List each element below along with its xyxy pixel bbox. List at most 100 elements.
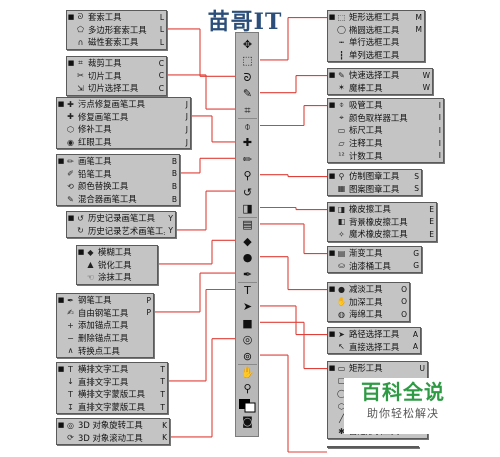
- flyout-item[interactable]: ◯: [328, 387, 427, 400]
- shape-icon[interactable]: ■: [242, 316, 253, 330]
- flyout-item[interactable]: ┇单列选框工具: [328, 49, 424, 62]
- path-select-icon[interactable]: ➤: [242, 300, 253, 314]
- flyout-item-label: 魔术橡皮擦工具: [349, 229, 408, 240]
- quick-mask-icon[interactable]: ◙: [242, 415, 253, 429]
- flyout-item-label: 魔棒工具: [349, 82, 383, 93]
- shortcut-key: A: [412, 342, 418, 352]
- watermark-title: 百科全说: [361, 380, 445, 404]
- shortcut-key: O: [401, 284, 407, 294]
- flyout-item[interactable]: ∧转换点工具: [57, 344, 153, 357]
- shortcut-key: I: [438, 138, 441, 148]
- flyout-item[interactable]: ■◆模糊工具: [77, 246, 157, 259]
- healing-brush-icon[interactable]: ✚: [242, 136, 253, 150]
- rounded-rectangle-icon: ▢: [337, 376, 346, 386]
- dodge-icon[interactable]: ●: [242, 251, 253, 265]
- blur-icon[interactable]: ◆: [243, 234, 252, 248]
- flyout-item[interactable]: ▲锐化工具: [77, 259, 157, 272]
- flyout-item-label: 3D 旋转相机工具: [349, 447, 408, 448]
- eraser-icon[interactable]: ◨: [242, 202, 253, 215]
- flyout-item-label: 切片工具: [88, 70, 122, 81]
- flyout-item-label: 3D 对象旋转工具: [78, 420, 143, 431]
- history-brush-icon[interactable]: ↺: [242, 185, 253, 199]
- color-swatch-icon[interactable]: [238, 398, 257, 413]
- slice-icon: ✂: [77, 71, 84, 81]
- eyedropper-icon[interactable]: ⌽: [244, 120, 251, 133]
- lasso-icon[interactable]: ᘐ: [243, 70, 252, 84]
- clone-stamp-icon[interactable]: ⚲: [243, 169, 252, 183]
- flyout-item[interactable]: ☜涂抹工具: [77, 271, 157, 284]
- pen-icon[interactable]: ✒: [242, 267, 253, 281]
- flyout-item[interactable]: ✥3D 对象平移工具K: [57, 444, 169, 445]
- type-icon[interactable]: T: [244, 284, 251, 297]
- flyout-item[interactable]: +添加锚点工具: [57, 319, 153, 332]
- flyout-item[interactable]: ■◎3D 旋转相机工具N: [328, 447, 418, 448]
- flyout-item[interactable]: ▢: [328, 375, 427, 388]
- 3d-camera-icon[interactable]: ⊚: [242, 349, 253, 363]
- flyout-item[interactable]: ╱: [328, 412, 427, 425]
- flyout-item-label: 椭圆选框工具: [349, 24, 400, 35]
- flyout-item[interactable]: ⬡: [328, 400, 427, 413]
- zoom-icon[interactable]: ⚲: [243, 382, 252, 396]
- quick-select-icon[interactable]: ✎: [242, 87, 253, 101]
- 3d-rotate-icon[interactable]: ◎: [242, 333, 253, 347]
- flyout-item[interactable]: ┅单行选框工具: [328, 36, 424, 49]
- pen-icon: ✒: [67, 295, 74, 305]
- gradient-icon[interactable]: ▤: [242, 218, 253, 232]
- move-icon[interactable]: ✥: [242, 38, 253, 51]
- marquee-icon[interactable]: ⬚: [242, 54, 253, 68]
- brush-icon[interactable]: ✏: [242, 152, 253, 166]
- active-indicator-icon: ■: [57, 296, 65, 305]
- crop-icon[interactable]: ⌗: [244, 103, 251, 117]
- flyout-item[interactable]: −删除锚点工具: [57, 332, 153, 345]
- hand-icon[interactable]: ✋: [240, 366, 255, 379]
